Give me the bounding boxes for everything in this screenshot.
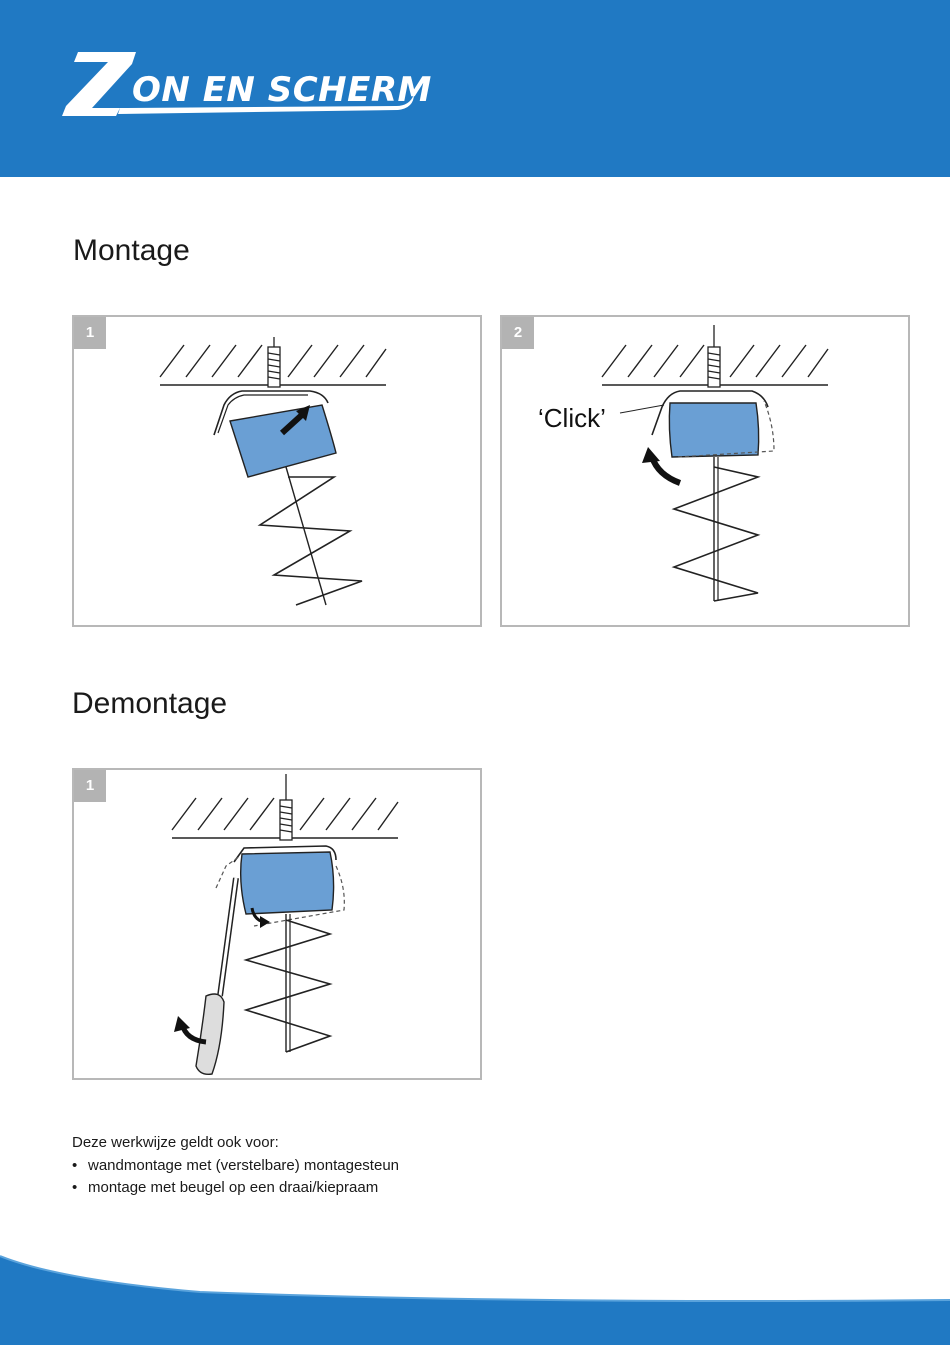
- montage-step-2-illustration: ‘Click’: [502, 317, 912, 629]
- screw-icon: [708, 325, 720, 387]
- montage-heading: Montage: [73, 234, 190, 268]
- demontage-step-1-panel: 1: [72, 768, 482, 1080]
- montage-step-2-panel: 2 ‘Click’: [500, 315, 910, 627]
- screwdriver-icon: [196, 878, 236, 1074]
- click-callout: ‘Click’: [538, 403, 606, 433]
- brand-logo: ON EN SCHERM: [58, 48, 418, 120]
- montage-step-1-illustration: [74, 317, 484, 629]
- applicability-note: Deze werkwijze geldt ook voor: wandmonta…: [72, 1134, 399, 1201]
- note-list: wandmontage met (verstelbare) montageste…: [72, 1157, 399, 1196]
- footer-wave: [0, 1240, 950, 1345]
- logo-swoosh: [58, 48, 418, 120]
- note-lead: Deze werkwijze geldt ook voor:: [72, 1134, 399, 1151]
- demontage-step-1-illustration: [74, 770, 484, 1082]
- list-item: montage met beugel op een draai/kiepraam: [72, 1179, 399, 1196]
- page-header: ON EN SCHERM: [0, 0, 950, 177]
- screw-icon: [268, 337, 280, 387]
- list-item: wandmontage met (verstelbare) montageste…: [72, 1157, 399, 1174]
- montage-step-1-panel: 1: [72, 315, 482, 627]
- demontage-heading: Demontage: [72, 687, 227, 721]
- screw-icon: [280, 774, 292, 840]
